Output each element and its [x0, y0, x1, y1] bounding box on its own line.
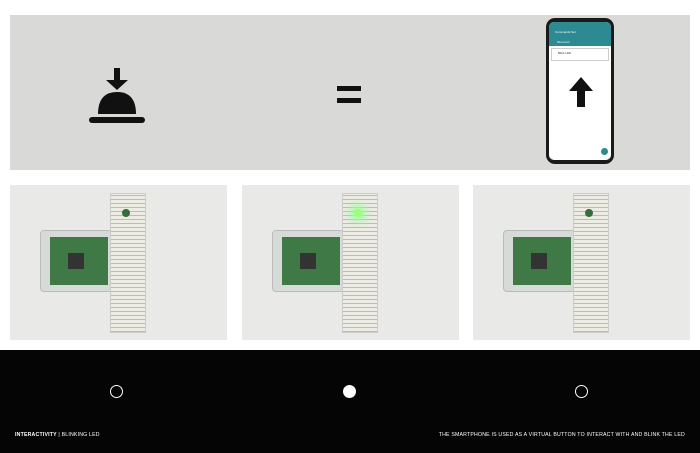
title: INTERACTIVITY: [15, 432, 57, 438]
caption-title: INTERACTIVITY | BLINKING LED: [15, 432, 100, 438]
device-label: Bluetooth: [549, 38, 611, 46]
arrow-up-icon: [569, 77, 593, 107]
caption-description: THE SMARTPHONE IS USED AS A VIRTUAL BUTT…: [438, 432, 685, 438]
led: [122, 209, 130, 217]
command-item[interactable]: Blink LED: [551, 48, 609, 61]
separator: |: [58, 432, 60, 438]
bottom-band: [0, 350, 700, 453]
smartphone: Commands Set Bluetooth Blink LED: [546, 18, 614, 164]
indicator-off: [110, 385, 123, 398]
add-button[interactable]: [601, 148, 608, 155]
led: [585, 209, 593, 217]
subtitle: BLINKING LED: [61, 432, 100, 438]
app-bar: Commands Set: [549, 22, 611, 38]
app-title: Commands Set: [555, 30, 576, 34]
photo-led-off-2: [473, 185, 690, 340]
photo-led-off-1: [10, 185, 227, 340]
photo-led-on: [242, 185, 459, 340]
indicator-on: [343, 385, 356, 398]
indicator-off: [575, 385, 588, 398]
press-bell-icon: [89, 68, 145, 123]
led: [354, 209, 362, 217]
equals-icon: [337, 86, 361, 104]
